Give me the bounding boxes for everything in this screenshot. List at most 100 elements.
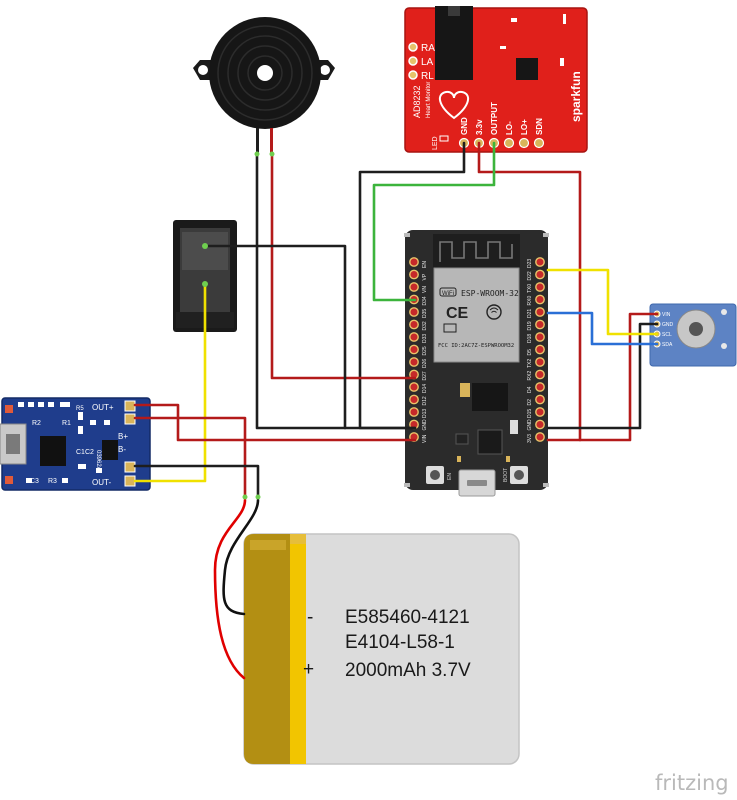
heart-logo-icon [438, 90, 470, 120]
charger-ic-marking: 03962A [95, 450, 101, 471]
led-label: LED [432, 136, 439, 150]
ecg-pin-lo-plus [518, 137, 530, 149]
wifi-certified-icon [486, 304, 502, 320]
wire-endpoints [202, 151, 275, 500]
esp32-pin-d22 [535, 269, 545, 280]
esp32-pin-d35 [409, 307, 419, 317]
wire-sensor-gnd [546, 322, 659, 430]
ecg-pin-label-sdn: SDN [535, 118, 544, 135]
charger-label-c3: C3 [30, 478, 39, 485]
esp32-pin-d26 [409, 357, 419, 367]
buzzer-lead-negative [256, 128, 259, 154]
esp32-pin-label: D15 [527, 409, 533, 418]
fcc-id: FCC ID:2AC7Z-ESPWROOM32 [438, 343, 514, 349]
esp32-pin-d14 [409, 382, 419, 392]
esp32-pin-label: D32 [422, 321, 428, 330]
battery-label-line3: 2000mAh 3.7V [345, 660, 471, 681]
esp32-pin-d2 [535, 394, 545, 405]
wire-charger-out-plus [133, 403, 417, 442]
esp32-board: WiFi ESP-WROOM-32 CE FCC ID:2AC7Z-ESPWRO… [404, 230, 549, 497]
en-button-label: EN [447, 473, 453, 480]
esp32-pin-gnd [535, 419, 545, 430]
esp32-pin-d21 [535, 307, 545, 317]
esp32-pin-label: D4 [527, 386, 533, 393]
esp32-pin-label: D19 [527, 321, 533, 330]
esp32-pin-label: D33 [422, 334, 428, 343]
esp32-pin-label: D5 [527, 349, 533, 356]
esp32-pin-d12 [409, 394, 419, 405]
charger-pad-out-plus [124, 400, 136, 412]
charger-label-b-plus: B+ [118, 432, 128, 441]
esp32-pin-label: D34 [422, 296, 428, 305]
esp32-pin-label: RX0 [527, 296, 533, 306]
ecg-brand: sparkfun [569, 71, 583, 122]
electrode-pad-rl [408, 70, 418, 80]
regulator-pad [460, 383, 470, 397]
wire-end [202, 281, 208, 287]
charger-ic [40, 436, 66, 466]
ce-mark: CE [446, 305, 469, 322]
esp32-pin-d32 [409, 319, 419, 330]
sensor-pin-label-scl: SCL [662, 332, 672, 338]
wire-switch-gnd [203, 244, 417, 430]
charger-label-b-minus: B- [118, 445, 126, 454]
wire-ecg-3v3 [477, 141, 582, 442]
esp32-pin-label: D26 [422, 359, 428, 368]
esp32-pin-label: D14 [422, 384, 428, 393]
wire-sensor-sda [546, 311, 659, 346]
charger-label-r2: R2 [32, 420, 41, 427]
ecg-pin-label-lo-minus: LO- [505, 121, 514, 135]
esp32-pin-label: GND [422, 419, 428, 431]
buzzer-lead-positive [270, 128, 273, 154]
esp32-pin-label: D21 [527, 309, 533, 318]
esp32-pin-label: RX2 [527, 371, 533, 381]
buzzer [193, 17, 335, 154]
esp32-right-header: D23D22TX0RX0D21D19D18D5TX2RX2D4D2D15GND3… [527, 257, 545, 443]
esp32-pin-label: 3V3 [527, 434, 533, 443]
charger-label-out-plus: OUT+ [92, 403, 114, 412]
esp32-pin-rx2 [535, 369, 545, 380]
esp32-left-header: ENVPVND34D35D32D33D25D26D27D14D12D13GNDV… [409, 257, 428, 443]
smd-part [560, 58, 564, 66]
charger-label-r5: R5 [76, 406, 84, 412]
esp32-pin-3v3 [535, 432, 545, 442]
battery-label-line1: E585460-4121 [345, 607, 470, 628]
smd-part [500, 46, 506, 49]
esp32-pin-tx0 [535, 282, 545, 292]
wire-sensor-vin [578, 312, 659, 442]
charger-label-c1c2: C1C2 [76, 449, 94, 456]
ecg-pin-lo-minus [503, 137, 515, 149]
esp32-pin-label: VN [422, 286, 428, 293]
wire-battery-negative [222, 498, 260, 616]
ecg-pin-sdn [533, 137, 545, 149]
esp32-pin-label: D22 [527, 271, 533, 280]
electrode-pad-la [408, 56, 418, 66]
esp32-pin-label: D25 [422, 346, 428, 355]
esp32-pin-label: D13 [422, 409, 428, 418]
esp32-pin-tx2 [535, 357, 545, 367]
esp32-pin-label: D12 [422, 396, 428, 405]
audio-jack [435, 6, 473, 80]
esp32-pin-label: D18 [527, 334, 533, 343]
battery-plus-sign: + [303, 659, 314, 680]
lipo-battery: - + E585460-4121 E4104-L58-1 2000mAh 3.7… [243, 533, 520, 765]
voltage-regulator [472, 383, 508, 411]
battery-label-line2: E4104-L58-1 [345, 632, 455, 653]
ir-sensor-window [689, 322, 703, 336]
esp32-pin-d4 [535, 382, 545, 392]
battery-protection-strip [244, 534, 290, 764]
esp32-pin-d19 [535, 319, 545, 330]
wire-buzzer-negative [255, 152, 347, 430]
regulatory-mark-icon [443, 323, 457, 333]
esp32-pin-label: D2 [527, 399, 533, 406]
usb-uart-chip [477, 429, 503, 455]
wire-sensor-scl [546, 268, 659, 336]
wire-battery-positive [213, 498, 247, 680]
smd-part [511, 18, 517, 22]
esp32-pin-label: D27 [422, 371, 428, 380]
charger-pad-out-minus [124, 475, 136, 487]
wire-charger-b-plus [133, 416, 247, 497]
audio-jack-opening [448, 6, 460, 16]
esp32-pin-d25 [409, 344, 419, 355]
